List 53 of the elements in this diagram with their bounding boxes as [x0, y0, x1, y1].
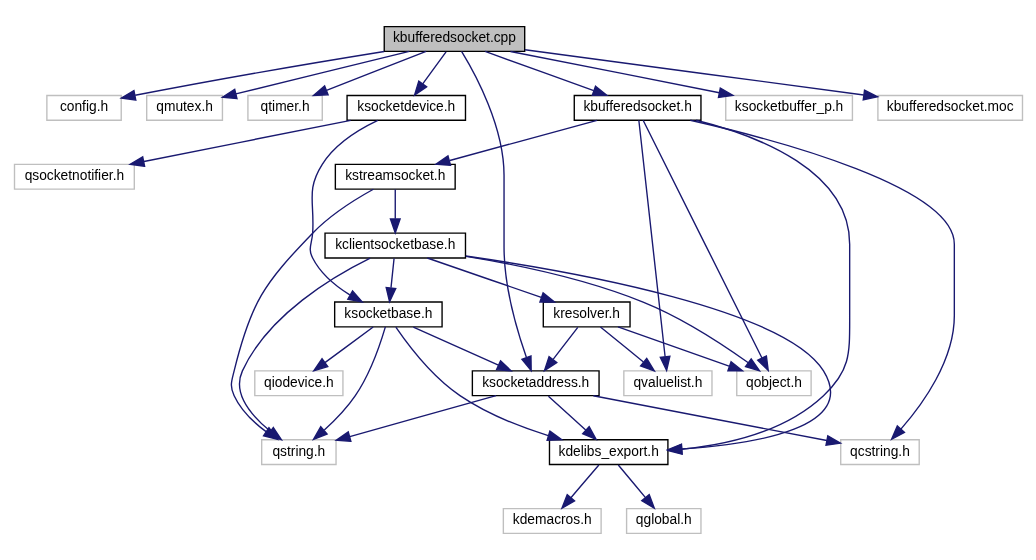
arrow	[311, 326, 386, 441]
arrow	[460, 50, 532, 373]
node-box: kbufferedsocket.cpp	[383, 25, 525, 53]
arrow	[311, 50, 427, 97]
node-box: qstring.h	[260, 439, 337, 466]
arrow	[118, 50, 385, 101]
node-box: qtimer.h	[246, 94, 323, 121]
node-box: config.h	[45, 94, 122, 121]
arrow	[426, 257, 556, 303]
node-box: qglobal.h	[625, 507, 702, 535]
arrow	[641, 119, 769, 373]
arrow	[219, 50, 410, 100]
arrow	[483, 50, 609, 97]
arrow	[689, 119, 955, 441]
node-box: ksocketaddress.h	[471, 370, 600, 397]
node-box: qobject.h	[735, 370, 812, 397]
node-box: qsocketnotifier.h	[13, 163, 135, 190]
node-box: qcstring.h	[839, 439, 920, 466]
arrow	[464, 255, 831, 455]
node-box: kresolver.h	[542, 301, 631, 328]
arrow	[433, 119, 598, 167]
arrow	[637, 119, 671, 373]
node-box: ksocketbuffer_p.h	[724, 94, 853, 121]
arrow	[384, 257, 397, 304]
arrow	[547, 395, 598, 441]
arrow	[560, 464, 600, 510]
arrow	[309, 119, 378, 303]
arrow	[388, 188, 401, 235]
node-box: kclientsocketbase.h	[323, 232, 466, 259]
node-box: kdemacros.h	[502, 507, 602, 535]
node-box: kstreamsocket.h	[334, 163, 456, 190]
node-box: kdelibs_export.h	[548, 439, 669, 466]
arrow	[394, 326, 564, 442]
arrow	[412, 326, 513, 372]
arrow	[665, 119, 850, 455]
arrow	[127, 119, 351, 168]
node-box: kbufferedsocket.moc	[876, 94, 1023, 121]
node-box: ksocketdevice.h	[345, 94, 466, 121]
arrow	[333, 395, 497, 442]
node-box: ksocketbase.h	[333, 301, 443, 328]
arrow	[509, 50, 735, 99]
node-box: kbufferedsocket.h	[573, 94, 702, 121]
arrow	[311, 326, 374, 373]
arrow	[523, 49, 880, 101]
arrow	[542, 326, 578, 373]
arrow	[592, 395, 842, 447]
arrow	[599, 326, 656, 373]
node-box: qiodevice.h	[253, 370, 344, 397]
node-box: qmutex.h	[145, 94, 223, 121]
arrow	[412, 51, 447, 97]
node-box: qvaluelist.h	[622, 370, 713, 397]
arrow	[616, 326, 744, 372]
arrow	[617, 464, 656, 510]
